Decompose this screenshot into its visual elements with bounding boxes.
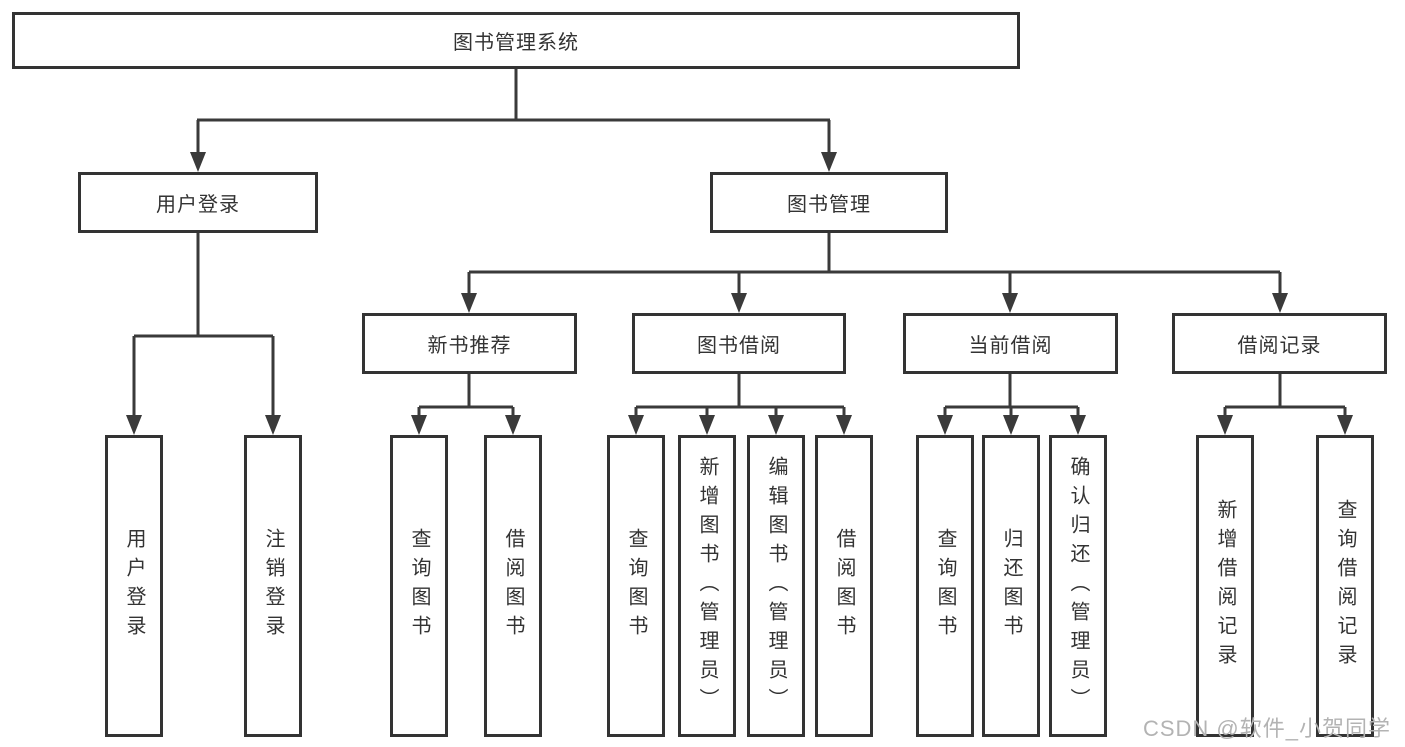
leaf-logout: 注销登录 — [244, 435, 302, 737]
connector-borrow-records-to-leaves — [1217, 374, 1353, 435]
node-new-book-recommend: 新书推荐 — [362, 313, 577, 374]
node-book-borrow: 图书借阅 — [632, 313, 846, 374]
leaf-borrow-books-recommend: 借阅图书 — [484, 435, 542, 737]
leaf-query-books-recommend: 查询图书 — [390, 435, 448, 737]
connector-book-borrow-to-leaves — [628, 374, 852, 435]
leaf-add-borrow-record: 新增借阅记录 — [1196, 435, 1254, 737]
leaf-user-login: 用户登录 — [105, 435, 163, 737]
node-current-borrow: 当前借阅 — [903, 313, 1118, 374]
leaf-query-books-borrow: 查询图书 — [607, 435, 665, 737]
leaf-return-books: 归还图书 — [982, 435, 1040, 737]
connector-root-to-level2 — [190, 69, 837, 172]
leaf-borrow-books: 借阅图书 — [815, 435, 873, 737]
node-borrow-records: 借阅记录 — [1172, 313, 1387, 374]
leaf-confirm-return-admin: 确认归还（管理员） — [1049, 435, 1107, 737]
leaf-query-borrow-record: 查询借阅记录 — [1316, 435, 1374, 737]
node-root-library-system: 图书管理系统 — [12, 12, 1020, 69]
csdn-watermark: CSDN @软件_小贺同学 — [1142, 716, 1391, 741]
leaf-query-books-current: 查询图书 — [916, 435, 974, 737]
connector-new-books-to-leaves — [411, 374, 521, 435]
connector-book-management-to-level3 — [461, 233, 1288, 313]
node-user-login: 用户登录 — [78, 172, 318, 233]
leaf-add-books-admin: 新增图书（管理员） — [678, 435, 736, 737]
leaf-edit-books-admin: 编辑图书（管理员） — [747, 435, 805, 737]
connector-current-borrow-to-leaves — [937, 374, 1086, 435]
node-book-management: 图书管理 — [710, 172, 948, 233]
connector-user-login-to-leaves — [126, 233, 281, 435]
